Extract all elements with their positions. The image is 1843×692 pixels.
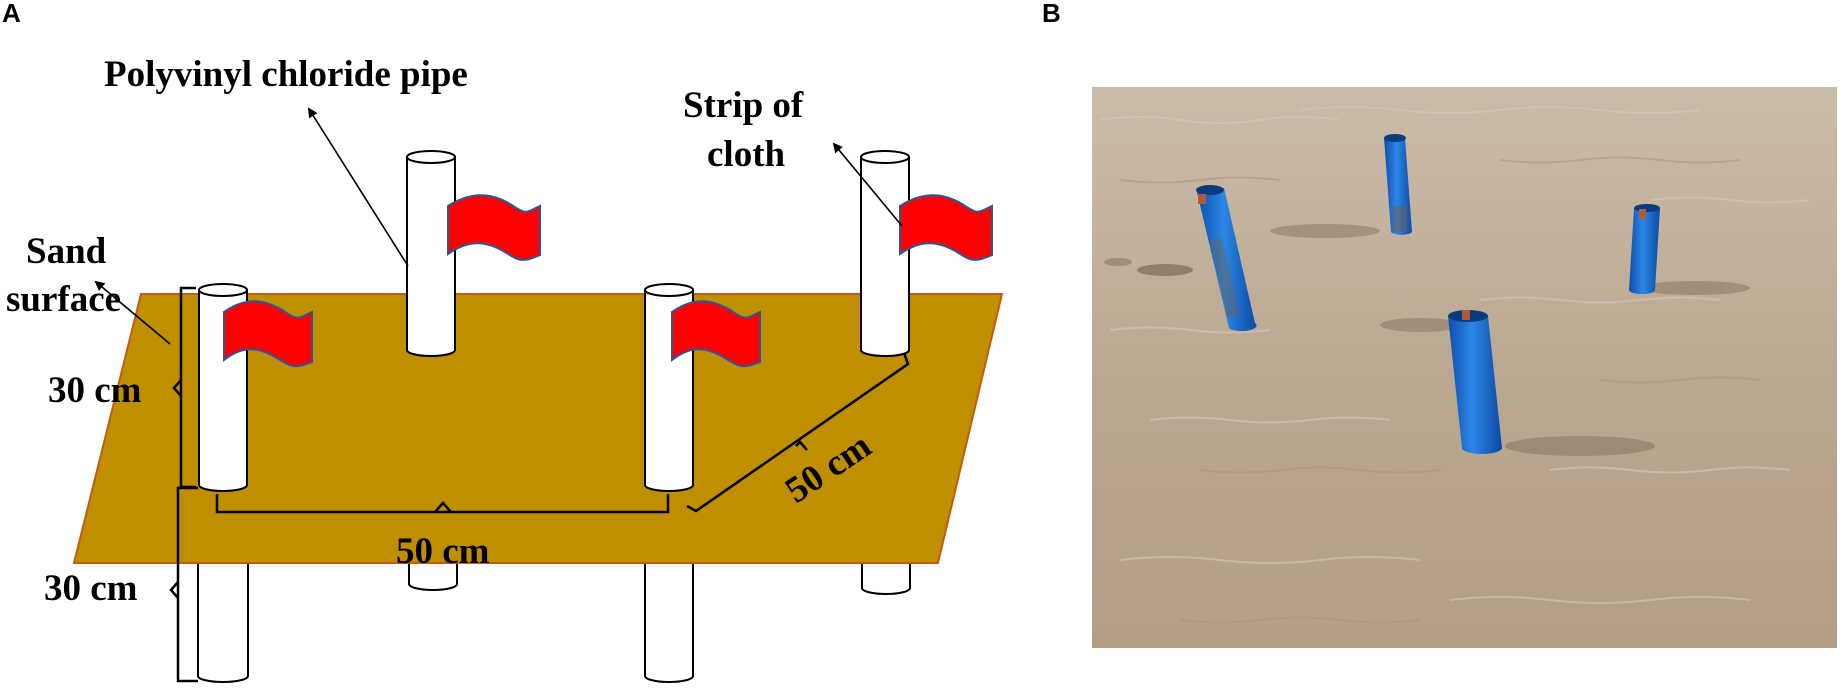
dim-below-sand-label: 30 cm — [44, 568, 138, 609]
photo-pipe-left — [1196, 185, 1257, 332]
buried-pipe-front-left — [197, 560, 249, 683]
width-depth-brackets — [215, 352, 910, 514]
photo-ripples-dark — [1119, 156, 1761, 624]
panel-label-b: B — [1042, 0, 1061, 28]
sand-label-line2: surface — [6, 279, 121, 320]
photo-pipe-back-center — [1384, 134, 1412, 235]
buried-pipes — [197, 560, 911, 683]
sand-arrow — [94, 280, 171, 345]
panel-b: B — [1042, 0, 1837, 648]
depth-brackets — [169, 286, 198, 683]
photo-ripples — [1099, 106, 1811, 604]
buried-pipe-back-left — [408, 560, 458, 591]
pipe-label: Polyvinyl chloride pipe — [104, 54, 468, 95]
flag-front-right — [671, 300, 761, 368]
panel-label-a: A — [2, 0, 21, 28]
photo-pipe-right — [1629, 204, 1660, 294]
pipe-back-left — [406, 150, 456, 357]
cloth-strips — [223, 194, 993, 368]
pipe-shadows — [1270, 224, 1750, 456]
flag-front-left — [223, 300, 313, 368]
field-photo — [1092, 87, 1837, 648]
cloth-arrow — [832, 142, 903, 227]
buried-pipe-front-right — [644, 560, 694, 683]
dim-above-sand-label: 30 cm — [48, 370, 142, 411]
photo-pipe-front-center — [1448, 310, 1502, 454]
sand-patch — [1104, 258, 1132, 266]
pipe-back-right — [860, 150, 910, 357]
pipe-arrow — [307, 107, 409, 267]
label-arrows — [94, 107, 903, 345]
sand-patch — [1137, 264, 1193, 276]
flag-back-left — [447, 194, 541, 261]
sand-label-line1: Sand — [26, 231, 107, 272]
buried-pipe-back-right — [861, 560, 911, 595]
flag-back-right — [899, 194, 993, 261]
cloth-label-line2: cloth — [707, 134, 786, 175]
dim-width-label: 50 cm — [396, 531, 490, 572]
panel-a: A — [2, 0, 1004, 683]
cloth-label-line1: Strip of — [683, 85, 804, 126]
